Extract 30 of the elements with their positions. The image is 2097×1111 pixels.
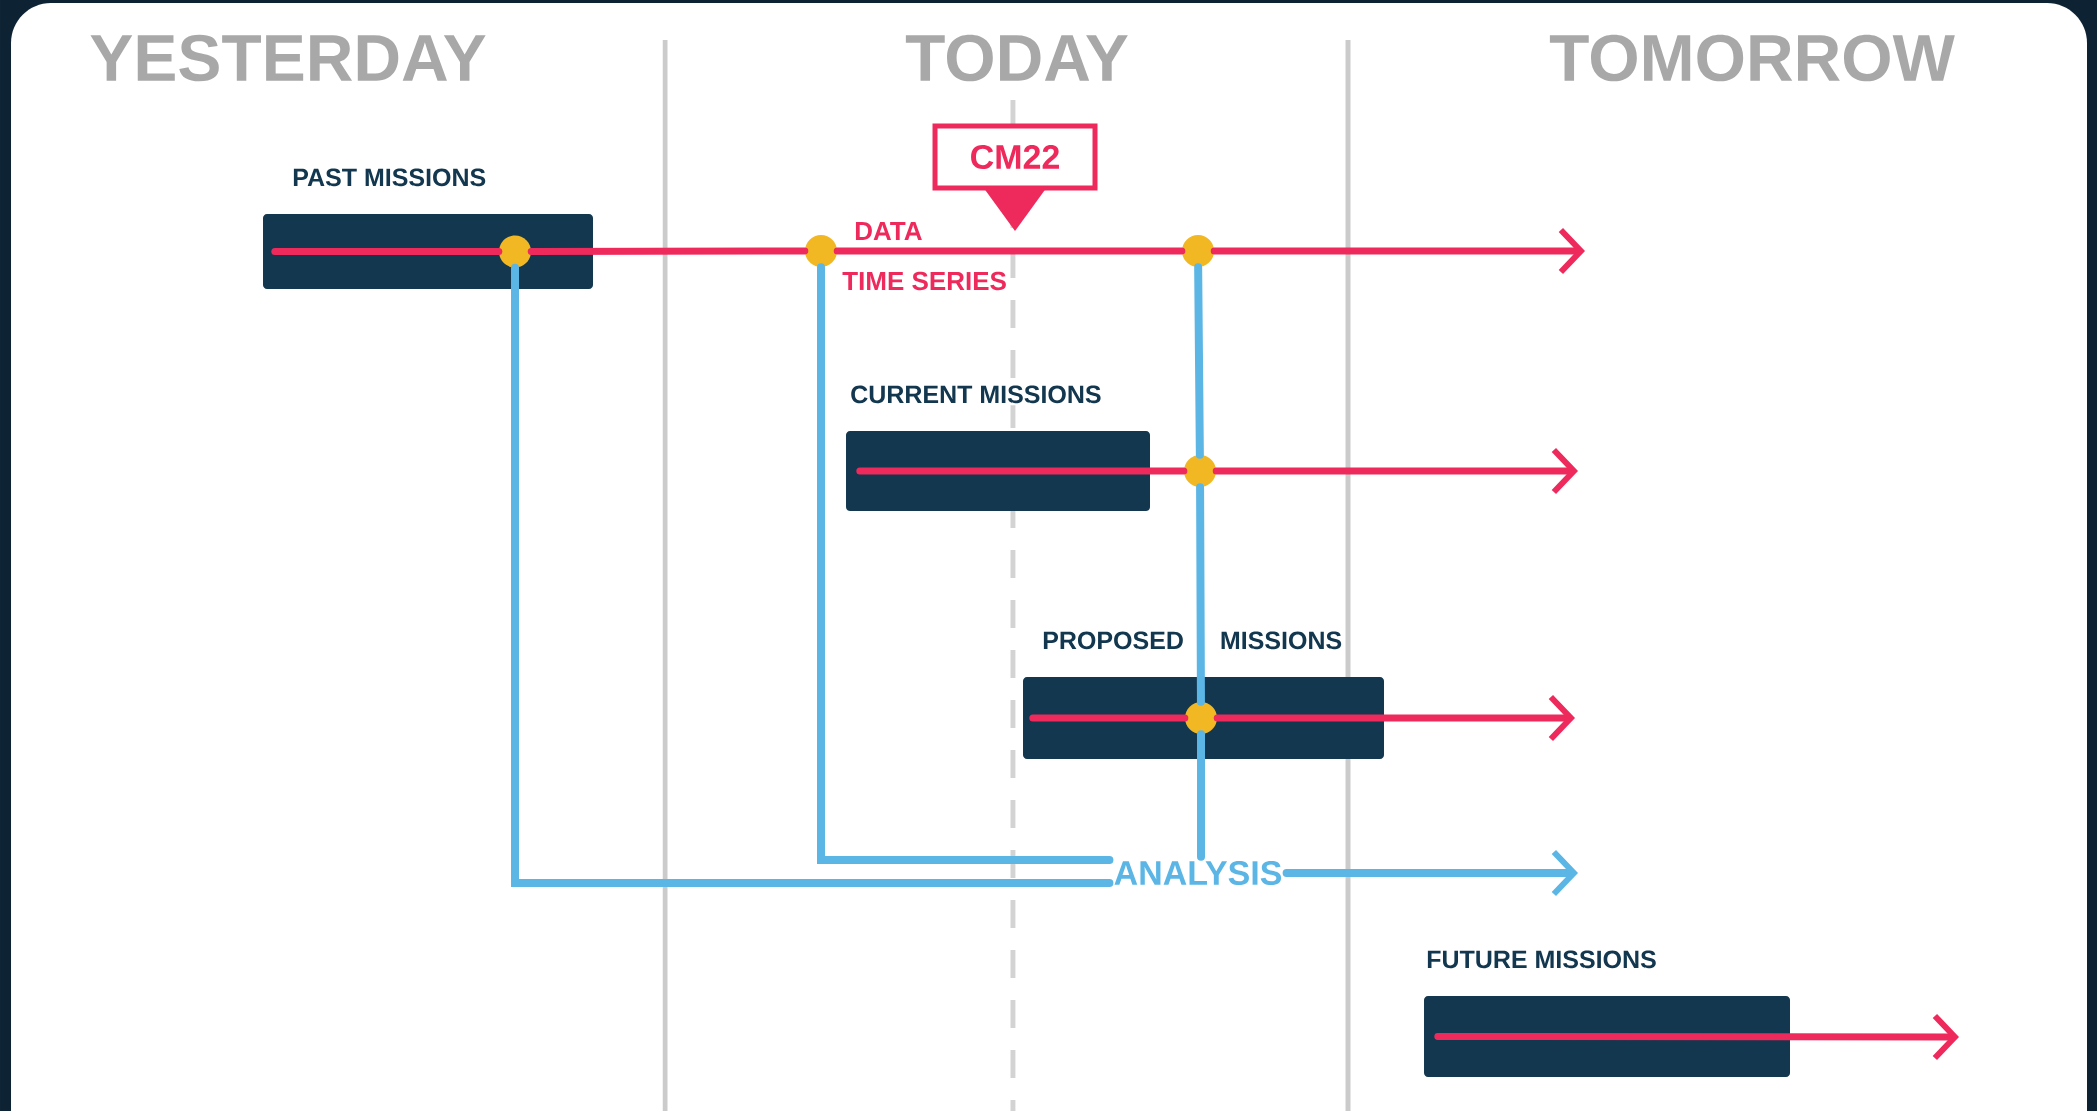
data-label: TIME SERIES (840, 269, 1009, 293)
flow-label: ANALYSIS (1114, 860, 1282, 886)
arrow (1434, 1013, 1959, 1061)
arrow (1210, 227, 1585, 275)
connector-line (527, 247, 809, 255)
bar-heading: FUTURE MISSIONS (1424, 948, 1659, 971)
connector-line (1029, 714, 1189, 722)
data-label: DATA (852, 220, 925, 242)
connector-line (1197, 730, 1205, 861)
connector-line (856, 467, 1188, 475)
bar-heading: CURRENT MISSIONS (848, 383, 1104, 406)
arrow (1213, 694, 1575, 742)
junction-dot (499, 235, 531, 268)
column-heading: YESTERDAY (90, 34, 486, 82)
junction-dot (1184, 455, 1216, 487)
column-heading: TODAY (905, 34, 1128, 82)
connector-line (1194, 263, 1204, 459)
connector-line (511, 263, 1114, 887)
junction-dot (1182, 235, 1214, 267)
connector-line (817, 263, 1114, 864)
connector-line (1196, 483, 1205, 706)
bar-heading: PAST MISSIONS (290, 166, 489, 189)
connector-line (833, 247, 1186, 255)
junction-dot (1185, 702, 1217, 734)
junction-dot (805, 235, 837, 267)
arrow (1212, 447, 1578, 495)
connector-line (271, 248, 503, 255)
column-heading: TOMORROW (1549, 34, 1955, 82)
callout-box: CM22 (932, 123, 1098, 231)
arrow (1282, 849, 1578, 897)
